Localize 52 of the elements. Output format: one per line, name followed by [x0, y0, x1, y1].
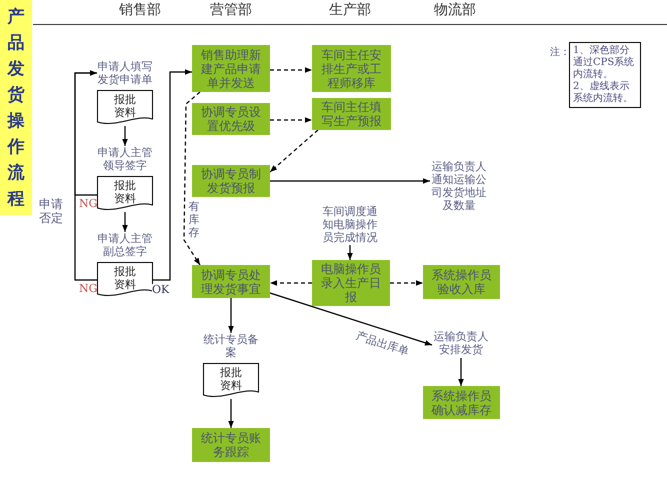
flow-text: 运输负责人通知运输公司发货地址及数量: [430, 160, 488, 213]
edge-label: NG: [79, 198, 98, 210]
process-box: 销售助理新建产品申请单并发送: [192, 45, 270, 92]
dashed-arrow: [270, 130, 318, 172]
process-box: 车间主任安排生产或工程师移库: [312, 45, 391, 92]
dashed-arrow: [390, 280, 423, 286]
column-header: 销售部: [119, 1, 161, 19]
edge-label: OK: [152, 284, 170, 296]
process-box: 协调专员处理发货事宜: [192, 265, 270, 298]
dashed-arrow: [270, 280, 312, 286]
column-header: 生产部: [329, 1, 371, 19]
step-label: 统计专员备案: [203, 333, 259, 359]
dashed-arrow: [270, 67, 312, 73]
dashed-arrow: [183, 92, 200, 266]
step-label: 申请人主管领导签字: [97, 146, 153, 172]
process-box: 协调专员制发货预报: [192, 165, 270, 197]
flow-text: 运输负责人安排发货: [432, 330, 490, 358]
arrow: [228, 298, 234, 333]
dashed-arrow: [270, 117, 312, 123]
note-marker: 注：: [550, 46, 570, 59]
step-label: 申请人主管副总签字: [97, 232, 153, 258]
arrow: [153, 69, 192, 281]
column-header: 物流部: [434, 1, 476, 19]
note-box: [569, 42, 641, 108]
arrow: [347, 245, 353, 260]
arrow: [228, 399, 234, 428]
edge-label: 有库存: [188, 200, 200, 239]
side-note: 申请否定: [39, 197, 64, 225]
edge-label: NG: [79, 283, 98, 295]
process-box: 统计专员账务跟踪: [192, 428, 270, 462]
step-label: 申请人填写发货申请单: [97, 60, 153, 86]
title-band: 产品发货操作流程: [0, 0, 32, 215]
process-box: 协调专员设置优先级: [192, 103, 270, 135]
document-shape: 报批资料: [97, 90, 153, 126]
column-header: 营管部: [210, 1, 252, 19]
arrow: [122, 126, 128, 146]
arrow: [74, 70, 97, 281]
document-shape: 报批资料: [203, 363, 259, 399]
arrow: [122, 212, 128, 232]
edge-label: 产品出库单: [354, 330, 410, 358]
process-box: 系统操作员确认减库存: [423, 386, 500, 419]
note-text: 2、虚线表示系统内流转。: [573, 81, 634, 105]
arrow: [270, 292, 432, 346]
process-box: 系统操作员验收入库: [423, 265, 500, 299]
process-box: 电脑操作员录入生产日报: [312, 260, 390, 306]
process-box: 车间主任填写生产预报: [312, 98, 391, 130]
document-shape: 报批资料: [97, 176, 153, 212]
flow-text: 车间调度通知电脑操作员完成情况: [321, 205, 379, 245]
arrow: [458, 358, 464, 386]
document-shape: 报批资料: [97, 262, 153, 298]
note-text: 1、深色部分通过CPS系统内流转。: [573, 45, 636, 80]
arrow: [270, 178, 430, 184]
